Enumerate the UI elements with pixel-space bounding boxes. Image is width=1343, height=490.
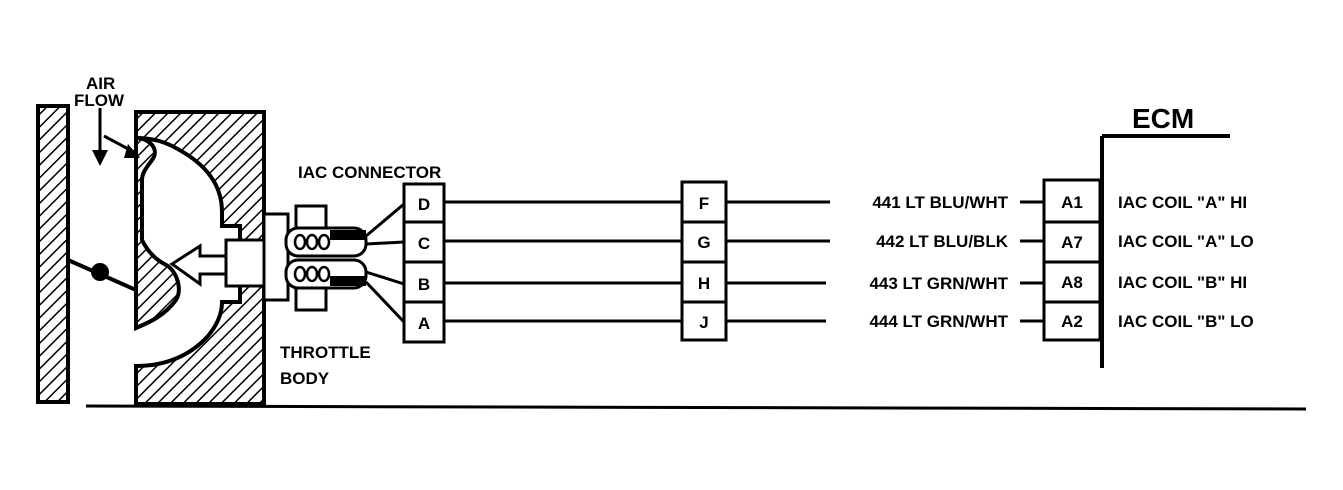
ecm-pin-a8: A8 <box>1061 273 1083 292</box>
throttle-shaft-pivot <box>91 263 109 281</box>
ecm-bracket <box>1100 134 1230 368</box>
ecm-function-labels: IAC COIL "A" HI IAC COIL "A" LO IAC COIL… <box>1118 193 1254 331</box>
inline-connector: F G H J <box>680 180 728 342</box>
ecm-function-a7: IAC COIL "A" LO <box>1118 232 1254 251</box>
air-flow-label-line2: FLOW <box>74 91 125 110</box>
iac-pin-d: D <box>418 195 430 214</box>
iac-connector: D C B A <box>402 182 446 344</box>
inline-pin-j: J <box>699 313 708 332</box>
ecm-pin-a7: A7 <box>1061 233 1083 252</box>
throttle-body-label-line2: BODY <box>280 369 330 388</box>
ecm-function-a1: IAC COIL "A" HI <box>1118 193 1247 212</box>
iac-connector-label: IAC CONNECTOR <box>298 163 441 182</box>
iac-motor <box>262 202 406 324</box>
iac-pin-a: A <box>418 314 430 333</box>
throttle-body-housing <box>134 110 266 406</box>
iac-pin-c: C <box>418 234 430 253</box>
arrow-head-icon <box>92 150 108 166</box>
ecm-title: ECM <box>1132 103 1194 134</box>
iac-motor-cap-bottom <box>294 286 328 312</box>
iac-motor-cap-top <box>294 204 328 230</box>
wire-label-444: 444 LT GRN/WHT <box>869 312 1008 331</box>
ecm-function-a8: IAC COIL "B" HI <box>1118 273 1247 292</box>
iac-pin-b: B <box>418 275 430 294</box>
ecm-pin-a1: A1 <box>1061 193 1083 212</box>
throttle-bore-wall <box>36 104 70 404</box>
ecm-function-a2: IAC COIL "B" LO <box>1118 312 1254 331</box>
inline-pin-f: F <box>699 194 709 213</box>
wire-label-443: 443 LT GRN/WHT <box>869 274 1008 293</box>
iac-valve-stem <box>224 238 268 288</box>
wire-labels: 441 LT BLU/WHT 442 LT BLU/BLK 443 LT GRN… <box>869 193 1008 331</box>
ground-line <box>85 404 1307 411</box>
inline-pin-h: H <box>698 274 710 293</box>
inline-pin-g: G <box>697 233 710 252</box>
ecm-connector: A1 A7 A8 A2 <box>1042 178 1102 342</box>
idle-air-passage <box>134 135 181 332</box>
iac-valve-pintle <box>169 243 234 287</box>
arrow-head-icon <box>124 144 140 158</box>
wires <box>444 200 1044 323</box>
throttle-body-drawing <box>36 104 268 406</box>
iac-motor-flange <box>262 212 290 302</box>
throttle-body-label-line1: THROTTLE <box>280 343 371 362</box>
wire-label-442: 442 LT BLU/BLK <box>876 232 1009 251</box>
air-flow-label-line1: AIR <box>86 74 115 93</box>
wire-label-441: 441 LT BLU/WHT <box>872 193 1008 212</box>
ecm-pin-a2: A2 <box>1061 312 1083 331</box>
